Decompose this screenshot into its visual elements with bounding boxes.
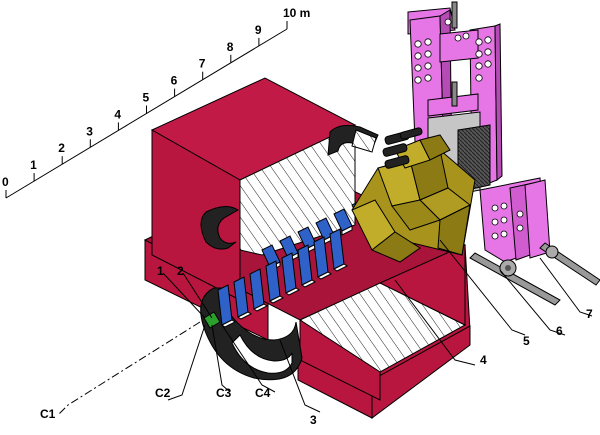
leader-5 bbox=[439, 239, 526, 336]
blue-plate-edge bbox=[341, 225, 353, 236]
leader-c3 bbox=[211, 324, 231, 393]
top-screw bbox=[451, 1, 458, 29]
leader-c4 bbox=[221, 324, 276, 393]
label-c4: C4 bbox=[255, 386, 271, 400]
scale-ticks: 0 1 2 3 4 5 6 7 8 9 10 m bbox=[2, 6, 310, 198]
blue-plate-edge bbox=[333, 263, 348, 272]
coil-upper-left bbox=[200, 206, 239, 250]
scale-tick-label: 5 bbox=[143, 91, 150, 105]
scale-tick-label: 0 bbox=[2, 175, 9, 189]
yellow-module bbox=[351, 127, 476, 263]
label-5: 5 bbox=[523, 334, 530, 348]
green-element bbox=[203, 311, 221, 329]
scale-tick-label: 1 bbox=[30, 158, 37, 172]
leader-c2 bbox=[167, 324, 206, 401]
scale-tick-label: 10 m bbox=[283, 6, 310, 20]
rail-left bbox=[469, 252, 561, 306]
scale-bar: 0 1 2 3 4 5 6 7 8 9 10 m bbox=[2, 6, 310, 199]
leader-1 bbox=[162, 272, 206, 319]
label-c3: C3 bbox=[216, 386, 232, 400]
scale-tick-label: 8 bbox=[227, 40, 234, 54]
blue-plate-edge bbox=[301, 279, 316, 288]
scale-tick-label: 6 bbox=[171, 74, 178, 88]
leader-3 bbox=[279, 339, 321, 413]
blue-plate-edge bbox=[317, 271, 332, 280]
label-3: 3 bbox=[310, 413, 317, 427]
mid-screw bbox=[451, 81, 458, 107]
blue-plate-edge bbox=[285, 287, 300, 296]
leader-6 bbox=[499, 269, 566, 336]
label-2: 2 bbox=[177, 264, 184, 278]
leader-7 bbox=[539, 257, 593, 317]
scale-tick-label: 7 bbox=[199, 57, 206, 71]
leader-c1 bbox=[57, 321, 201, 416]
blue-plate-edge bbox=[221, 319, 236, 328]
scale-tick-label: 2 bbox=[58, 141, 65, 155]
label-4: 4 bbox=[480, 353, 487, 367]
blue-plate-edge bbox=[269, 295, 284, 304]
callout-lines bbox=[57, 239, 593, 416]
scale-tick-label: 9 bbox=[255, 23, 262, 37]
frame-holes bbox=[414, 18, 492, 84]
leader-4 bbox=[394, 279, 476, 366]
feed-pipes bbox=[382, 127, 423, 169]
support-frame bbox=[407, 1, 600, 306]
leader-2 bbox=[182, 272, 213, 319]
scale-tick-label: 4 bbox=[114, 107, 121, 121]
wheel-right bbox=[545, 245, 559, 259]
callout-labels: 1 2 3 4 5 6 7 C1 C2 C3 C4 bbox=[40, 264, 593, 427]
scale-tick-label: 3 bbox=[86, 124, 93, 138]
blue-plate-edge bbox=[237, 311, 252, 320]
label-c1: C1 bbox=[40, 407, 56, 421]
label-6: 6 bbox=[556, 324, 563, 338]
blue-plate-edge bbox=[253, 303, 268, 312]
label-7: 7 bbox=[586, 307, 593, 321]
label-1: 1 bbox=[157, 264, 164, 278]
label-c2: C2 bbox=[155, 386, 171, 400]
